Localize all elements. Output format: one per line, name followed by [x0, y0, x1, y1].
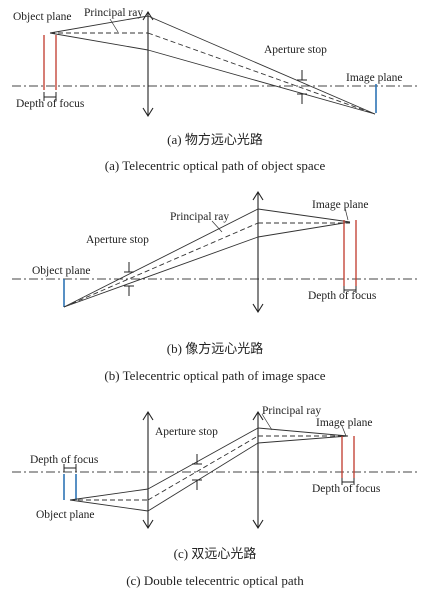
panel-c-lens-1-arrow-top [142, 410, 154, 421]
panel-c-ray-lower-mid [147, 442, 259, 512]
panel-c-ray-upper-back [257, 427, 349, 437]
panel-b-leader-image-plane [344, 207, 349, 221]
panel-a-image-plane-label: Image plane [346, 72, 403, 84]
panel-a-depth-of-focus-label: Depth of focus [16, 98, 85, 110]
panel-c-caption-en: (c) Double telecentric optical path [126, 573, 304, 588]
panel-b-caption-cn: (b) 像方远心光路 [167, 341, 263, 356]
panel-c-depth-of-focus-right-label: Depth of focus [312, 483, 381, 495]
panel-a-ray-upper-back [147, 15, 376, 115]
panel-c-ray-lower-back [257, 435, 349, 444]
panel-c-principal-ray-label: Principal ray [262, 405, 321, 417]
panel-c-ray-lower-front [69, 499, 149, 512]
panel-a-object-telecentric: Object plane Principal ray Aperture stop… [12, 7, 420, 173]
panel-c-aperture-stop-label: Aperture stop [155, 426, 218, 438]
panel-c-depth-of-focus-left-label: Depth of focus [30, 454, 99, 466]
panel-a-ray-upper [49, 15, 149, 34]
panel-a-object-plane-label: Object plane [13, 11, 71, 23]
panel-b-object-plane-label: Object plane [32, 265, 90, 277]
panel-a-ray-lower-back [147, 49, 376, 115]
panel-c-image-plane-label: Image plane [316, 417, 373, 429]
panel-b-lens-arrow-bottom [252, 303, 264, 314]
panel-a-caption-cn: (a) 物方远心光路 [167, 132, 263, 147]
panel-a-leader-principal-ray [109, 18, 119, 33]
panel-a-caption-en: (a) Telecentric optical path of object s… [105, 158, 326, 173]
panel-c-ray-upper-mid [147, 427, 259, 490]
panel-a-aperture-stop-label: Aperture stop [264, 44, 327, 56]
panel-b-principal-ray-front [63, 222, 259, 308]
panel-b-ray-lower [63, 236, 259, 308]
panel-c-object-plane-label: Object plane [36, 509, 94, 521]
panel-c-double-telecentric: Principal ray Aperture stop Image plane … [12, 405, 420, 588]
panel-c-ray-upper-front [69, 488, 149, 501]
panel-b-caption-en: (b) Telecentric optical path of image sp… [104, 368, 325, 383]
panel-c-lens-1-arrow-bottom [142, 519, 154, 530]
panel-b-principal-ray-label: Principal ray [170, 211, 229, 223]
panel-c-leader-principal-ray [261, 413, 273, 431]
panel-a-lens-arrow-bottom [142, 107, 154, 118]
panel-a-ray-lower [49, 32, 149, 51]
panel-b-ray-upper-back [257, 208, 351, 223]
panel-a-principal-ray-label: Principal ray [84, 7, 143, 19]
panel-c-leader-image-plane [341, 425, 347, 437]
panel-b-aperture-stop-label: Aperture stop [86, 234, 149, 246]
panel-b-lens-arrow-top [252, 190, 264, 201]
panel-c-lens-2-arrow-bottom [252, 519, 264, 530]
panel-b-depth-of-focus-label: Depth of focus [308, 290, 377, 302]
panel-b-ray-lower-back [257, 221, 351, 238]
panel-b-leader-principal-ray [211, 220, 223, 233]
panel-c-lens-2-arrow-top [252, 410, 264, 421]
panel-c-caption-cn: (c) 双远心光路 [174, 546, 257, 561]
panel-a-principal-ray-back [147, 32, 376, 115]
panel-b-image-telecentric: Principal ray Image plane Aperture stop … [12, 190, 420, 383]
panel-b-ray-upper [63, 208, 259, 308]
panel-c-principal-ray-mid [147, 435, 259, 501]
panel-b-image-plane-label: Image plane [312, 199, 369, 211]
